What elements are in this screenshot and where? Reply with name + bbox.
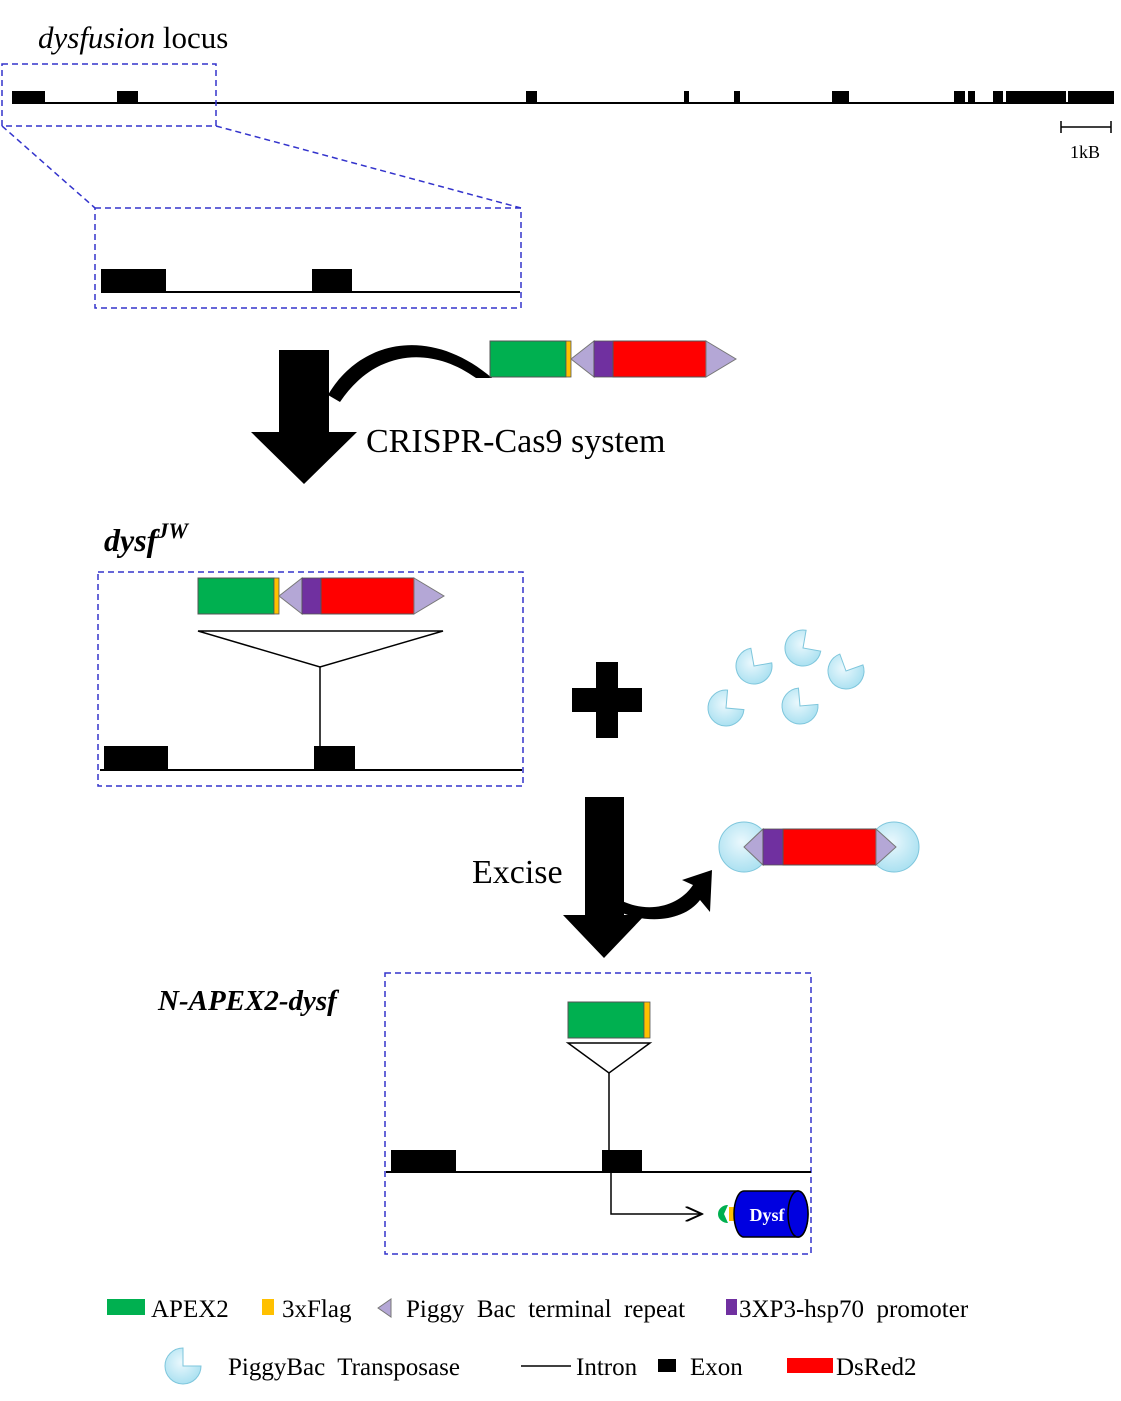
zoom-exon-2 [312, 269, 352, 292]
transposase-icon [779, 685, 821, 727]
legend-apex2-swatch [107, 1299, 145, 1315]
legend-flag-swatch [262, 1299, 274, 1315]
zoom-track [101, 269, 520, 293]
exon-1 [12, 91, 45, 103]
exon-11 [1068, 91, 1114, 103]
napex-exon-1 [391, 1150, 456, 1172]
exon-3 [526, 91, 537, 103]
napex-construct [567, 1001, 651, 1039]
dysf-jw-sup: JW [156, 518, 189, 543]
zoom-region [1, 63, 522, 309]
dysf-protein-label: Dysf [750, 1205, 786, 1225]
transposase-icon [705, 687, 747, 729]
transposase-icon [822, 647, 870, 695]
crispr-arrow [251, 345, 492, 484]
napex-label: N-APEX2-dysf [157, 985, 340, 1017]
dysf-jw-box [97, 571, 524, 787]
legend-promoter-swatch [726, 1299, 737, 1315]
legend-exon-swatch [658, 1359, 676, 1372]
flag-tag [729, 1207, 734, 1221]
legend-transposase-label: PiggyBac Transposase [228, 1354, 460, 1381]
apex2-block [197, 577, 275, 615]
promoter-block [762, 828, 784, 866]
construct-donor [489, 339, 737, 379]
legend-promoter-label: 3XP3-hsp70 promoter [739, 1296, 969, 1323]
exon-4 [684, 91, 689, 103]
legend-terminal-repeat-label: Piggy Bac terminal repeat [406, 1296, 685, 1323]
promoter-block [301, 577, 322, 615]
apex2-block [567, 1001, 645, 1039]
terminal-repeat-left [278, 576, 303, 616]
zoom-exon-1 [101, 269, 166, 292]
dsred-block [320, 577, 415, 615]
excise-label: Excise [472, 854, 563, 891]
plus-icon [572, 662, 642, 738]
transposase-group [705, 626, 870, 729]
exon-2 [117, 91, 138, 103]
curved-insertion-arrow [328, 345, 492, 402]
insertion-funnel [197, 630, 444, 747]
jw-exon-1 [104, 746, 168, 770]
legend-dsred-swatch [787, 1358, 833, 1373]
promoter-block [593, 340, 614, 378]
scale-label: 1kB [1070, 142, 1100, 162]
expression-arrow [610, 1172, 702, 1214]
napex-track [386, 1150, 811, 1214]
legend-exon-label: Exon [690, 1354, 743, 1381]
locus-title: dysfusion locus [38, 20, 228, 55]
dysf-jw-track [100, 746, 522, 771]
apex2-tag-icon [718, 1205, 728, 1223]
locus-title-rest: locus [155, 20, 228, 55]
zoom-target-box [94, 207, 522, 309]
dysf-protein: Dysf [718, 1190, 809, 1238]
terminal-repeat-left [570, 339, 595, 379]
exon-7 [954, 91, 965, 103]
napex-exon-2 [602, 1150, 642, 1172]
terminal-repeat-right [875, 827, 897, 867]
excise-arrow [563, 797, 712, 958]
svg-text:dysfusion locus: dysfusion locus [38, 20, 228, 55]
exon-6 [832, 91, 849, 103]
legend-dsred-label: DsRed2 [836, 1354, 917, 1381]
locus-title-italic: dysfusion [38, 20, 155, 55]
dysf-jw-base: dysf [104, 522, 161, 558]
legend: APEX2 3xFlag Piggy Bac terminal repeat 3… [107, 1296, 969, 1385]
terminal-repeat-right [413, 577, 445, 615]
crispr-label: CRISPR-Cas9 system [366, 423, 665, 460]
apex2-block [489, 340, 567, 378]
napex-funnel [565, 1042, 653, 1150]
exon-8 [968, 91, 975, 103]
dsred-block [782, 828, 877, 866]
exon-5 [734, 91, 740, 103]
legend-apex2-label: APEX2 [151, 1296, 229, 1323]
legend-intron-label: Intron [576, 1354, 638, 1381]
legend-terminal-repeat-swatch [377, 1298, 392, 1318]
dysf-jw-label: dysfJW [104, 518, 189, 558]
excised-fragment [718, 821, 920, 873]
exon-9 [993, 91, 1003, 103]
terminal-repeat-right [705, 340, 737, 378]
legend-flag-label: 3xFlag [282, 1296, 352, 1323]
jw-exon-2 [314, 746, 355, 770]
dsred-block [612, 340, 707, 378]
construct-inserted [197, 576, 445, 616]
legend-transposase-icon [164, 1347, 202, 1385]
flag-block [643, 1001, 651, 1039]
excise-curved-arrow [620, 870, 712, 920]
transposase-icon [781, 626, 825, 670]
locus-track [12, 91, 1114, 104]
exon-10 [1006, 91, 1066, 103]
zoom-source-box [1, 63, 217, 127]
scale-bar: 1kB [1060, 121, 1112, 162]
napex-box [384, 972, 812, 1255]
transposase-icon [732, 644, 776, 688]
